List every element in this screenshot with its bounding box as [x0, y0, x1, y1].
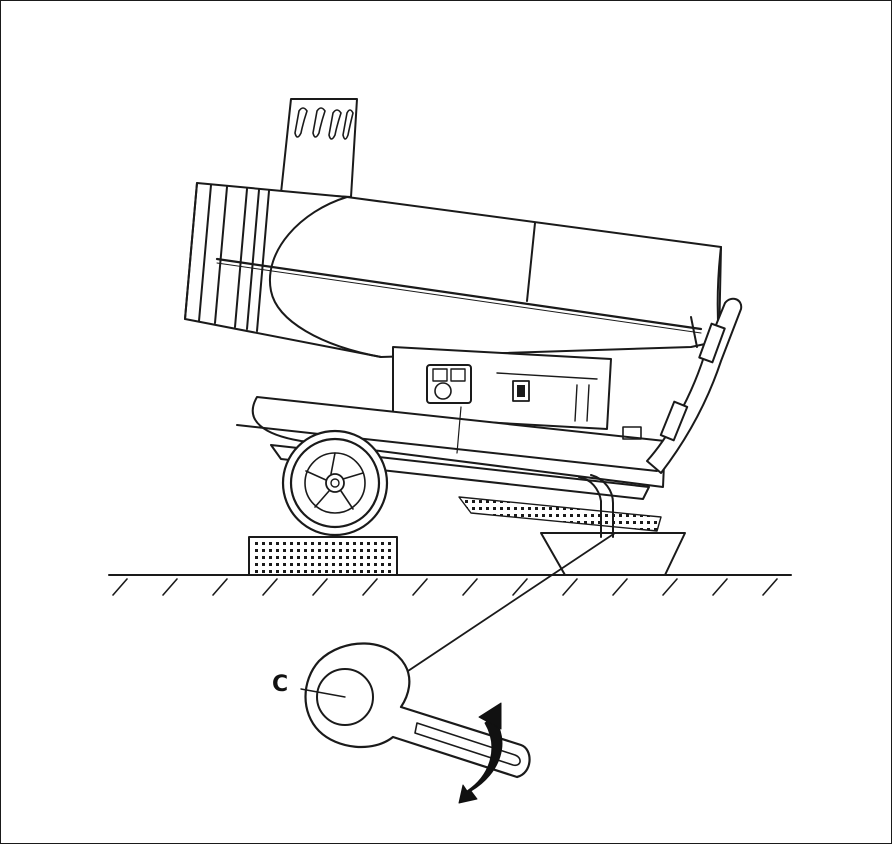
handle	[646, 297, 743, 474]
exhaust-chimney	[280, 98, 358, 198]
control-panel	[392, 346, 612, 430]
ground-line	[108, 574, 792, 596]
heater-body	[184, 182, 722, 358]
callout-c-leader	[300, 688, 346, 698]
leader-line	[368, 532, 616, 698]
rotation-arrow	[458, 702, 503, 804]
drain-tray	[540, 532, 686, 576]
wheel	[281, 429, 389, 537]
support-block	[248, 536, 398, 576]
callout-c-label: C	[272, 672, 289, 697]
drain-plug	[578, 474, 614, 538]
